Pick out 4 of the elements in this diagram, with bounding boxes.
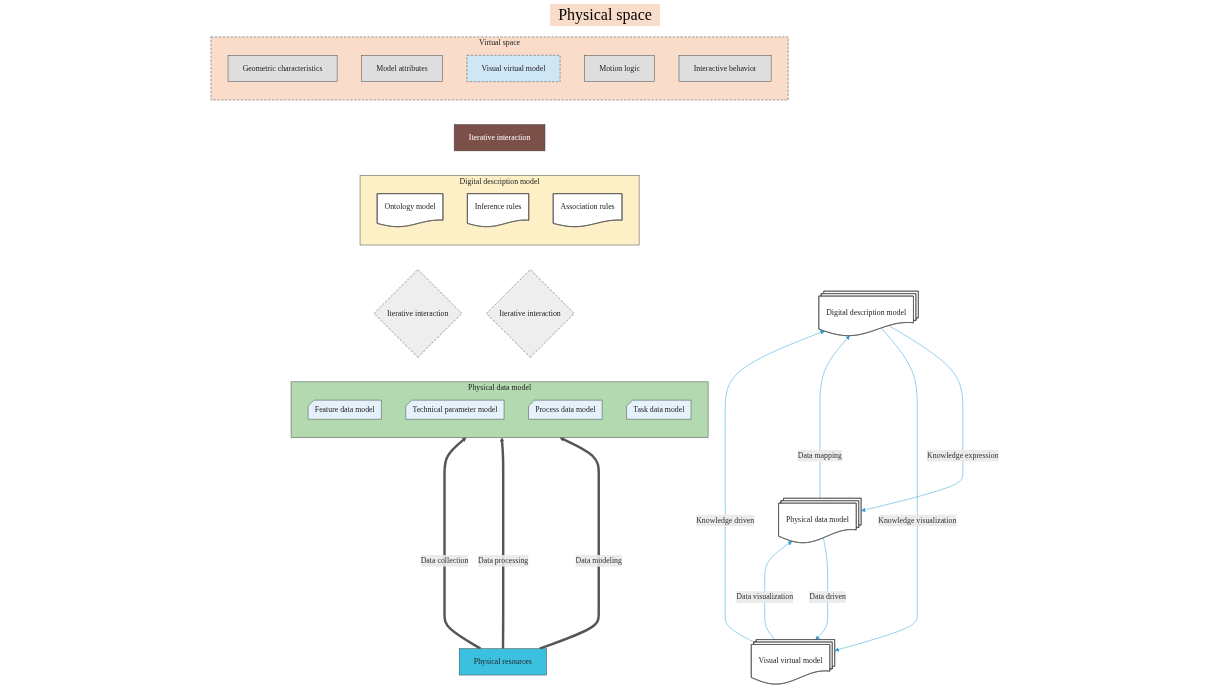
arrow: [443, 436, 482, 650]
arrow: [539, 436, 601, 650]
region-label: Physical space: [550, 4, 660, 26]
arrow: [500, 436, 505, 649]
